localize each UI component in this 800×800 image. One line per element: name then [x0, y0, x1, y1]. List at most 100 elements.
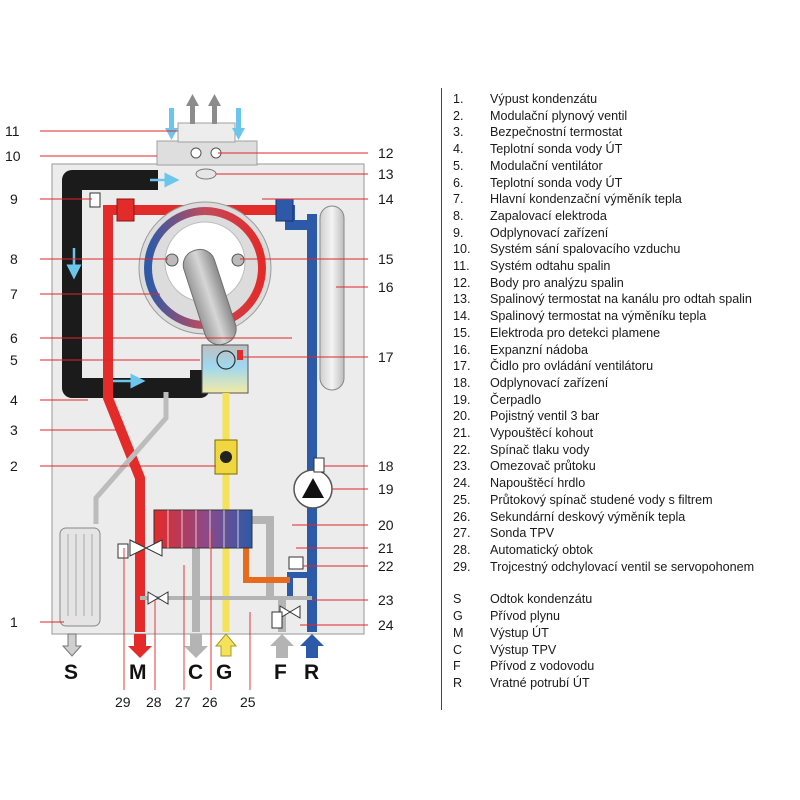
- connection-item-G: G Přívod plynu: [453, 608, 798, 625]
- legend-item-14: 14.Spalinový termostat na výměníku tepla: [453, 308, 798, 325]
- legend-text: Sekundární deskový výměník tepla: [490, 509, 686, 524]
- legend-text: Modulační ventilátor: [490, 158, 603, 173]
- flow-flange: [116, 198, 135, 222]
- connection-arrows: [61, 633, 324, 658]
- port-C: C: [188, 661, 203, 684]
- legend-key: 2.: [453, 108, 464, 123]
- legend-key: 29.: [453, 559, 471, 574]
- ignition-electrode: [165, 253, 179, 267]
- callout-17: 17: [378, 349, 394, 365]
- legend-key: 13.: [453, 292, 471, 307]
- legend-key: 11.: [453, 259, 470, 274]
- deaerator-pump: [313, 457, 325, 473]
- burner: [182, 248, 237, 346]
- legend-text: Spínač tlaku vody: [490, 442, 590, 457]
- legend-text: Omezovač průtoku: [490, 459, 596, 474]
- legend-item-1: 1. Výpust kondenzátu: [453, 91, 798, 108]
- legend-key: 21.: [453, 426, 471, 441]
- callout-19: 19: [378, 481, 394, 497]
- legend-text: Modulační plynový ventil: [490, 108, 628, 123]
- callouts-right: 12 13 14 15 16 17 18 19 20 21 22 23 24: [378, 145, 394, 633]
- legend-key: 4.: [453, 142, 464, 157]
- callout-27: 27: [175, 694, 191, 710]
- legend-item-28: 28. Automatický obtok: [453, 542, 798, 559]
- flue-outlet: [177, 122, 236, 143]
- legend-key: 24.: [453, 476, 471, 491]
- callout-26: 26: [202, 694, 218, 710]
- legend-key: 16.: [453, 342, 471, 357]
- legend-divider: [441, 88, 442, 710]
- legend-key: 19.: [453, 392, 471, 407]
- callouts-left: 11 10 9 8 7 6 5 4 3 2 1: [5, 123, 21, 630]
- leader-lines: [40, 130, 368, 690]
- callout-1: 1: [10, 614, 18, 630]
- legend-key: 8.: [453, 208, 464, 223]
- plate-hx-plates: [167, 510, 239, 548]
- legend-item-29: 29.Trojcestný odchylovací ventil se serv…: [453, 559, 798, 576]
- detection-electrode: [231, 253, 245, 267]
- deaerator-top: [89, 192, 101, 208]
- legend-text: Odplynovací zařízení: [490, 375, 609, 390]
- port-F: F: [274, 661, 287, 684]
- legend-item-4: 4.Teplotní sonda vody ÚT: [453, 141, 798, 158]
- return-flange: [275, 198, 294, 222]
- callout-23: 23: [378, 592, 394, 608]
- legend-item-17: 17.Čidlo pro ovládání ventilátoru: [453, 358, 798, 375]
- legend-item-19: 19. Čerpadlo: [453, 392, 798, 409]
- legend-text: Čidlo pro ovládání ventilátoru: [490, 359, 654, 374]
- callout-24: 24: [378, 617, 394, 633]
- legend-key: 5.: [453, 158, 464, 173]
- expansion-vessel: [319, 205, 345, 391]
- legend-item-8: 8.Zapalovací elektroda: [453, 208, 798, 225]
- fill-valve: [279, 605, 301, 619]
- flow-pipe: [103, 232, 145, 632]
- legend-key: 27.: [453, 526, 471, 541]
- legend-item-5: 5. Modulační ventilátor: [453, 158, 798, 175]
- callout-2: 2: [10, 458, 18, 474]
- connection-text: Odtok kondenzátu: [490, 592, 593, 607]
- condensate-line: [93, 392, 169, 524]
- legend-item-13: 13.Spalinový termostat na kanálu pro odt…: [453, 291, 798, 308]
- legend-item-6: 6.Teplotní sonda vody ÚT: [453, 175, 798, 192]
- legend-text: Automatický obtok: [490, 542, 593, 557]
- legend-text: Napouštěcí hrdlo: [490, 476, 586, 491]
- bypass-valve: [147, 591, 169, 605]
- legend-item-20: 20.Pojistný ventil 3 bar: [453, 408, 798, 425]
- connection-key: G: [453, 609, 463, 624]
- legend-text: Čerpadlo: [490, 392, 542, 407]
- legend-key: 10.: [453, 242, 471, 257]
- legend-text: Pojistný ventil 3 bar: [490, 409, 600, 424]
- diverter-valve: [129, 539, 163, 557]
- connection-text: Výstup ÚT: [490, 625, 549, 640]
- legend-key: 1.: [453, 92, 464, 106]
- legend-text: Elektroda pro detekci plamene: [490, 325, 661, 340]
- connection-text: Přívod plynu: [490, 609, 561, 624]
- legend-key: 28.: [453, 542, 471, 557]
- legend-item-21: 21.Vypouštěcí kohout: [453, 425, 798, 442]
- callout-10: 10: [5, 148, 21, 164]
- gas-valve-coil: [220, 451, 232, 463]
- air-intake-duct: [62, 170, 210, 398]
- legend-text: Odplynovací zařízení: [490, 225, 609, 240]
- legend-item-23: 23. Omezovač průtoku: [453, 458, 798, 475]
- legend-key: 23.: [453, 459, 471, 474]
- legend-item-16: 16.Expanzní nádoba: [453, 342, 798, 359]
- legend-gap: [453, 575, 798, 591]
- legend-key: 6.: [453, 175, 464, 190]
- legend-text: Výpust kondenzátu: [490, 92, 598, 106]
- port-M: M: [129, 661, 147, 684]
- legend-key: 3.: [453, 125, 464, 140]
- legend-item-12: 12.Body pro analýzu spalin: [453, 275, 798, 292]
- port-S: S: [64, 661, 78, 684]
- port-R: R: [304, 661, 319, 684]
- legend-key: 14.: [453, 309, 471, 324]
- callout-7: 7: [10, 286, 18, 302]
- callout-9: 9: [10, 191, 18, 207]
- fan-impeller: [216, 350, 236, 370]
- legend-text: Systém odtahu spalin: [490, 259, 611, 274]
